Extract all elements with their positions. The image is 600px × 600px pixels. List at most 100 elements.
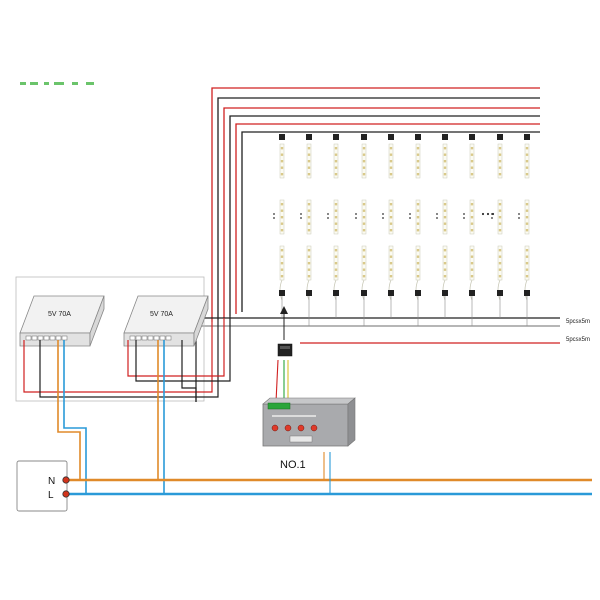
led-chip	[525, 249, 529, 252]
led-chip	[389, 160, 393, 163]
led-chip	[389, 268, 393, 271]
strip-top-connector	[524, 134, 530, 140]
controller-button-4	[310, 424, 318, 432]
bus-wire-red-2	[223, 107, 540, 318]
led-chip	[416, 262, 420, 265]
led-chip	[443, 222, 447, 225]
led-chip	[389, 216, 393, 219]
led-chip	[280, 255, 284, 258]
led-chip	[362, 268, 366, 271]
strip-top-connector	[415, 134, 421, 140]
controller-unit	[262, 397, 356, 447]
bus-wire-red-outer	[211, 87, 540, 322]
led-chip	[334, 229, 338, 232]
led-chip	[470, 222, 474, 225]
psu2-black-out-2	[181, 340, 197, 402]
strip-bottom-connector	[333, 290, 339, 296]
led-chip	[307, 222, 311, 225]
led-chip	[498, 222, 502, 225]
psu-2-label: 5V 70A	[150, 311, 173, 318]
strip-bottom-connector	[524, 290, 530, 296]
led-chip	[443, 203, 447, 206]
led-chip	[470, 203, 474, 206]
led-chip	[307, 249, 311, 252]
psu-1-label: 5V 70A	[48, 311, 71, 318]
led-chip	[443, 160, 447, 163]
psu1-orange-in	[57, 340, 81, 480]
led-chip	[525, 203, 529, 206]
led-chip	[525, 166, 529, 169]
led-chip	[334, 166, 338, 169]
led-chip	[416, 222, 420, 225]
led-chip	[389, 166, 393, 169]
led-chip	[389, 203, 393, 206]
led-chip	[443, 173, 447, 176]
strip-bottom-connector	[415, 290, 421, 296]
led-chip	[307, 255, 311, 258]
led-chip	[443, 275, 447, 278]
continuation-dot	[436, 213, 438, 215]
psu1-red-out	[23, 322, 213, 393]
psu1-black-out	[39, 320, 219, 398]
controller-button-2	[284, 424, 292, 432]
led-chip	[362, 203, 366, 206]
continuation-dot	[409, 217, 411, 219]
led-chip	[498, 209, 502, 212]
led-chip	[307, 153, 311, 156]
led-chip	[416, 203, 420, 206]
led-chip	[362, 249, 366, 252]
led-chip	[525, 268, 529, 271]
psu-1-terminals	[25, 335, 68, 341]
continuation-dot	[518, 213, 520, 215]
led-chip	[280, 209, 284, 212]
controller-label: NO.1	[280, 459, 306, 471]
led-chip	[280, 173, 284, 176]
led-chip	[307, 160, 311, 163]
led-chip	[362, 216, 366, 219]
led-chip	[443, 229, 447, 232]
led-chip	[362, 209, 366, 212]
led-chip	[470, 216, 474, 219]
led-chip	[280, 216, 284, 219]
led-chip	[443, 249, 447, 252]
led-chip	[416, 268, 420, 271]
led-chip	[443, 255, 447, 258]
psu-2-terminals	[129, 335, 172, 341]
strip-top-connector	[497, 134, 503, 140]
data-arrow	[280, 306, 288, 340]
led-chip	[307, 166, 311, 169]
led-chip	[307, 209, 311, 212]
led-chip	[280, 275, 284, 278]
led-chip	[307, 262, 311, 265]
led-chip	[280, 229, 284, 232]
led-chip	[362, 275, 366, 278]
led-chip	[470, 275, 474, 278]
led-chip	[470, 209, 474, 212]
led-chip	[362, 147, 366, 150]
psu-enclosure	[15, 276, 205, 402]
led-chip	[362, 222, 366, 225]
led-chip	[470, 255, 474, 258]
led-chip	[280, 160, 284, 163]
power-supply-1: 5V 70A	[19, 295, 105, 347]
led-chip	[443, 147, 447, 150]
led-chip	[416, 166, 420, 169]
led-chip	[280, 147, 284, 150]
continuation-dot	[409, 213, 411, 215]
strip-bottom-connector	[361, 290, 367, 296]
strip-top-connector	[306, 134, 312, 140]
led-chip	[498, 173, 502, 176]
led-chip	[498, 255, 502, 258]
led-chip	[334, 216, 338, 219]
led-chip	[416, 173, 420, 176]
continuation-dot	[273, 213, 275, 215]
led-chip	[280, 268, 284, 271]
led-chip	[389, 222, 393, 225]
led-chip	[416, 147, 420, 150]
strip-top-connector	[279, 134, 285, 140]
led-chip	[362, 160, 366, 163]
bus-wire-red-inner	[235, 123, 540, 314]
psu2-red-out	[127, 318, 225, 377]
continuation-dot	[273, 217, 275, 219]
mains-lines	[66, 478, 592, 496]
